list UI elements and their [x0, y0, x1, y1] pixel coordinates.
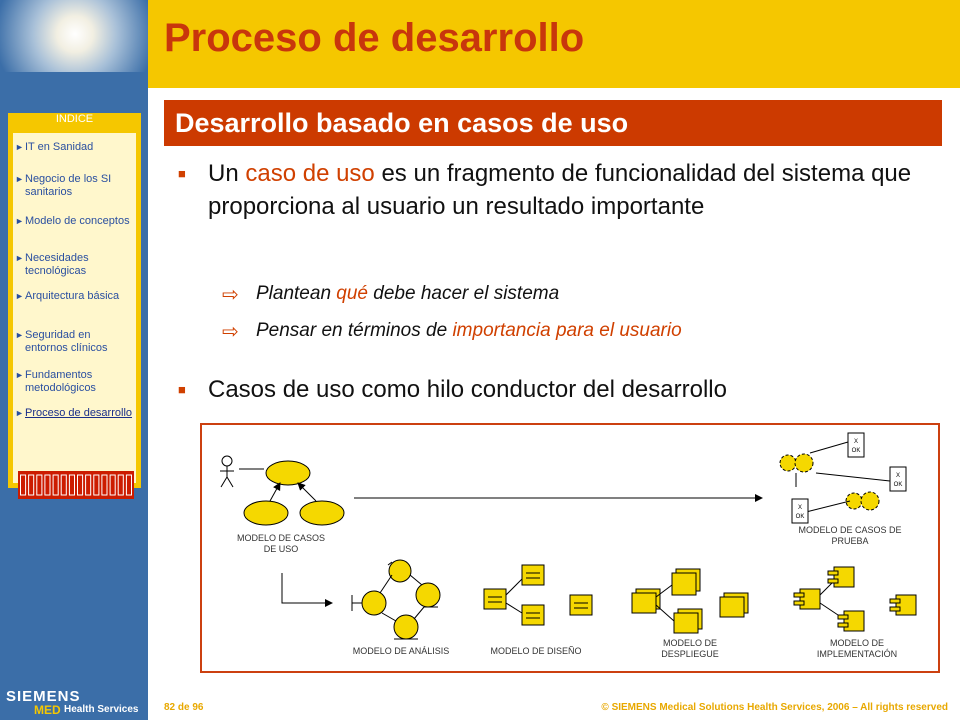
- process-diagram-svg: X OK X OK X OK: [220, 432, 917, 640]
- progress-segment: [85, 474, 92, 496]
- implementation-model-shapes: [793, 566, 917, 632]
- triangle-right-icon: ►: [15, 408, 24, 418]
- bullet-hilo-conductor: ■ Casos de uso como hilo conductor del d…: [178, 373, 928, 406]
- progress-segment: [117, 474, 124, 496]
- svg-text:OK: OK: [894, 482, 903, 488]
- svg-text:X: X: [896, 473, 900, 479]
- index-heading: INDICE: [55, 113, 94, 125]
- slide-title: Proceso de desarrollo: [164, 16, 585, 60]
- triangle-right-icon: ►: [15, 253, 24, 263]
- design-model-shapes: [483, 564, 593, 626]
- gear-icon: [779, 441, 891, 514]
- index-item-seguridad[interactable]: ► Seguridad en entornos clínicos: [15, 329, 108, 354]
- sub-bullet-que: ⇨ Plantean qué debe hacer el sistema: [222, 283, 560, 306]
- progress-segment: [28, 474, 35, 496]
- check-box-icon: X OK X OK X OK: [791, 432, 907, 524]
- square-bullet-icon: ■: [178, 166, 186, 181]
- arrow-right-outline-icon: ⇨: [222, 321, 239, 343]
- triangle-right-icon: ►: [15, 291, 24, 301]
- page-number: 82 de 96: [164, 702, 204, 713]
- progress-segment: [20, 474, 27, 496]
- progress-segment: [60, 474, 67, 496]
- highlight-caso-de-uso: caso de uso: [245, 160, 375, 187]
- deployment-model-shapes: [631, 568, 749, 634]
- index-item-modelo-conceptos[interactable]: ► Modelo de conceptos: [15, 215, 130, 227]
- square-bullet-icon: ■: [178, 382, 186, 397]
- index-item-it-sanidad[interactable]: ► IT en Sanidad: [15, 141, 94, 153]
- label-deployment-model: MODELO DE DESPLIEGUE: [661, 638, 719, 659]
- progress-segment: [44, 474, 51, 496]
- progress-segment: [93, 474, 100, 496]
- label-design-model: MODELO DE DISEÑO: [490, 646, 582, 656]
- svg-text:OK: OK: [852, 448, 861, 454]
- use-case-ellipses: [243, 460, 345, 526]
- med-logo: MED: [34, 703, 61, 717]
- progress-bar: [18, 471, 134, 499]
- progress-segment: [68, 474, 76, 496]
- index-panel: INDICE ► IT en Sanidad ► Negocio de los …: [8, 113, 141, 499]
- actor-icon: [220, 455, 264, 488]
- copyright-notice: © SIEMENS Medical Solutions Health Servi…: [601, 702, 948, 713]
- triangle-right-icon: ►: [15, 174, 24, 184]
- bullet-caso-de-uso: ■ Un caso de uso es un fragmento de func…: [178, 157, 928, 223]
- title-band: [148, 0, 960, 88]
- analysis-model-shapes: [351, 559, 441, 640]
- label-implementation-model: MODELO DE IMPLEMENTACIÓN: [816, 638, 898, 659]
- progress-segment: [36, 474, 43, 496]
- progress-segment: [101, 474, 108, 496]
- subtitle-band: [164, 100, 942, 146]
- process-diagram: X OK X OK X OK: [200, 423, 940, 673]
- svg-text:X: X: [854, 439, 858, 445]
- index-item-negocio[interactable]: ► Negocio de los SI sanitarios: [15, 173, 112, 198]
- triangle-right-icon: ►: [15, 330, 24, 340]
- progress-segment: [77, 474, 84, 496]
- arrow-right-outline-icon: ⇨: [222, 284, 239, 306]
- triangle-right-icon: ►: [15, 370, 24, 380]
- index-item-arquitectura[interactable]: ► Arquitectura básica: [15, 290, 120, 302]
- sub-bullet-importancia: ⇨ Pensar en términos de importancia para…: [222, 320, 682, 343]
- index-item-necesidades[interactable]: ► Necesidades tecnológicas: [15, 252, 89, 277]
- siemens-logo: SIEMENS: [6, 688, 81, 705]
- label-test-case-model: MODELO DE CASOS DE PRUEBA: [798, 525, 902, 546]
- arrow-to-analysis: [281, 573, 333, 607]
- index-item-proceso[interactable]: ► Proceso de desarrollo: [15, 407, 133, 419]
- label-use-case-model: MODELO DE CASOS DE USO: [236, 533, 326, 554]
- index-item-fundamentos[interactable]: ► Fundamentos metodológicos: [15, 369, 96, 394]
- health-services-logo: Health Services: [64, 704, 139, 715]
- triangle-right-icon: ►: [15, 216, 24, 226]
- progress-segment: [125, 474, 133, 496]
- progress-segments: [20, 474, 133, 496]
- header-photo: [0, 0, 148, 72]
- triangle-right-icon: ►: [15, 142, 24, 152]
- progress-segment: [52, 474, 59, 496]
- label-analysis-model: MODELO DE ANÁLISIS: [352, 646, 450, 656]
- progress-segment: [109, 474, 116, 496]
- slide-subtitle: Desarrollo basado en casos de uso: [175, 108, 629, 138]
- index-list: ► IT en Sanidad ► Negocio de los SI sani…: [13, 133, 136, 499]
- svg-text:OK: OK: [796, 514, 805, 520]
- svg-text:X: X: [798, 505, 802, 511]
